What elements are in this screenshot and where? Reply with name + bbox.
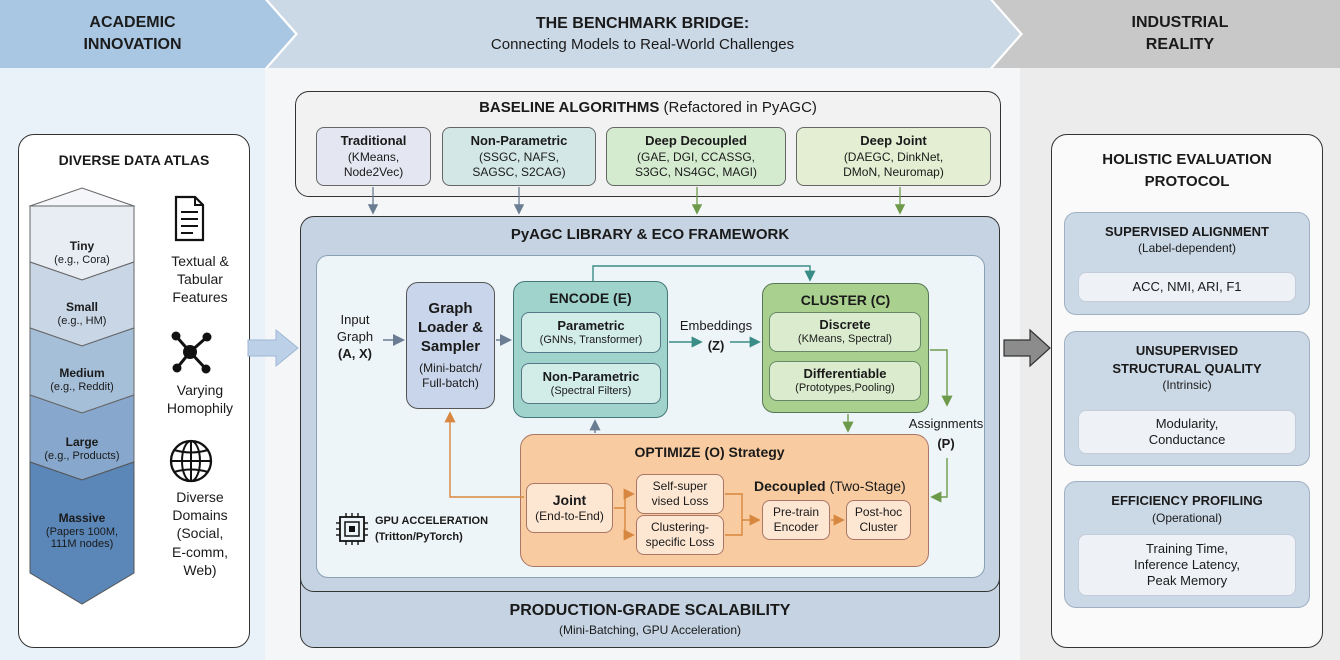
eval-efficiency-header: EFFICIENCY PROFILING(Operational) bbox=[1111, 493, 1263, 525]
baseline-title: BASELINE ALGORITHMS (Refactored in PyAGC… bbox=[479, 99, 817, 116]
optimize-decoupled-label: Decoupled (Two-Stage) bbox=[754, 478, 906, 494]
embeddings-label: Embeddings(Z) bbox=[679, 318, 753, 353]
optimize-joint: Joint(End-to-End) bbox=[526, 483, 613, 533]
baseline-nonparametric: Non-Parametric(SSGC, NAFS,SAGSC, S2CAG) bbox=[442, 127, 596, 186]
scale-massive: Massive (Papers 100M, 111M nodes) bbox=[45, 511, 119, 551]
cluster-discrete: Discrete(KMeans, Spectral) bbox=[769, 312, 921, 352]
eval-supervised-metrics: ACC, NMI, ARI, F1 bbox=[1078, 272, 1296, 302]
optimize-cluster-loss: Clustering-specific Loss bbox=[636, 515, 724, 555]
scale-tiny: Tiny(e.g., Cora) bbox=[54, 239, 110, 266]
encode-nonparametric: Non-Parametric(Spectral Filters) bbox=[521, 363, 661, 404]
assignments-label: Assignments(P) bbox=[908, 416, 984, 451]
scale-large: Large(e.g., Products) bbox=[44, 435, 120, 462]
encode-parametric: Parametric(GNNs, Transformer) bbox=[521, 312, 661, 353]
eval-unsupervised-metrics: Modularity,Conductance bbox=[1078, 410, 1296, 454]
baseline-traditional: Traditional(KMeans,Node2Vec) bbox=[316, 127, 431, 186]
header-chevrons bbox=[0, 0, 1340, 68]
graph-loader-sampler: Graph Loader & Sampler (Mini-batch/ Full… bbox=[406, 282, 495, 409]
framework-title: PyAGC LIBRARY & ECO FRAMEWORK bbox=[510, 226, 790, 243]
baseline-deep-decoupled: Deep Decoupled(GAE, DGI, CCASSG,S3GC, NS… bbox=[606, 127, 786, 186]
gpu-acceleration-label: GPU ACCELERATION(Tritton/PyTorch) bbox=[375, 515, 489, 543]
eval-efficiency-metrics: Training Time,Inference Latency,Peak Mem… bbox=[1078, 534, 1296, 596]
production-label: PRODUCTION-GRADE SCALABILITY (Mini-Batch… bbox=[509, 602, 791, 637]
header-center: THE BENCHMARK BRIDGE: Connecting Models … bbox=[490, 15, 795, 53]
baseline-deep-joint: Deep Joint(DAEGC, DinkNet,DMoN, Neuromap… bbox=[796, 127, 991, 186]
cluster-differentiable: Differentiable(Prototypes,Pooling) bbox=[769, 361, 921, 401]
scale-medium: Medium(e.g., Reddit) bbox=[50, 366, 114, 393]
atlas-title: DIVERSE DATA ATLAS bbox=[58, 152, 210, 168]
scale-small: Small(e.g., HM) bbox=[57, 300, 107, 327]
eval-supervised-header: SUPERVISED ALIGNMENT(Label-dependent) bbox=[1105, 224, 1269, 255]
eval-unsupervised-header: UNSUPERVISED STRUCTURAL QUALITY (Intrins… bbox=[1112, 343, 1262, 393]
